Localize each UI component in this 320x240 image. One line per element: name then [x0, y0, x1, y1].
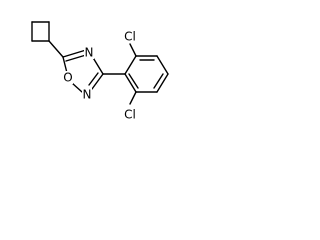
nitrogen-label: N — [83, 88, 92, 102]
bond — [153, 73, 164, 89]
oxygen-label: O — [63, 71, 72, 85]
atom-chlorine-top: Cl — [122, 30, 139, 44]
atom-nitrogen-2: N — [82, 88, 92, 102]
bond — [62, 56, 68, 74]
bond — [124, 73, 137, 93]
chlorine-label: Cl — [124, 108, 136, 122]
bond — [65, 54, 87, 62]
structure-diagram: O N N Cl Cl — [31, 21, 169, 122]
bond — [71, 82, 83, 93]
bond — [128, 73, 139, 89]
bond — [129, 43, 137, 57]
bond — [91, 73, 104, 90]
bond — [156, 55, 169, 75]
nitrogen-label: N — [85, 46, 94, 60]
bond — [124, 55, 137, 75]
dichlorophenyl-ring — [124, 55, 169, 93]
bond — [62, 49, 87, 58]
cyclobutyl-ring — [31, 21, 50, 42]
bond — [156, 73, 169, 93]
bond — [129, 91, 137, 105]
bond — [48, 40, 64, 58]
chlorine-label: Cl — [124, 30, 136, 44]
atom-chlorine-bottom: Cl — [122, 108, 139, 122]
atom-nitrogen-4: N — [84, 46, 94, 60]
atom-oxygen: O — [63, 71, 73, 85]
bond — [88, 72, 99, 86]
